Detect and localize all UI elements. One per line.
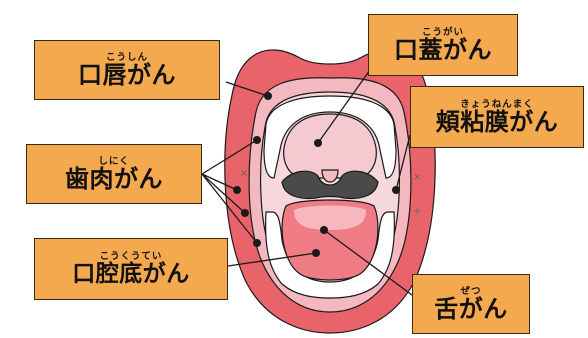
tongue-highlight xyxy=(294,205,366,230)
ruby-tongue: ぜつ xyxy=(460,285,482,297)
ruby-palate: こうがい xyxy=(421,26,464,38)
ruby-floor: こうくうてい xyxy=(99,251,163,263)
dot-gum-mid xyxy=(233,186,241,194)
tooth-mark-left-upper: × xyxy=(240,168,248,179)
leader-lines xyxy=(201,69,413,296)
label-floor-cancer: こうくうてい 口腔底がん xyxy=(34,238,228,300)
palate xyxy=(283,113,377,179)
leader-floor xyxy=(227,252,317,267)
leader-gum-a xyxy=(201,139,258,175)
leader-gum-c xyxy=(201,173,246,214)
text-palate: 口蓋がん xyxy=(394,36,492,65)
leader-buccal xyxy=(395,134,411,191)
leader-lip xyxy=(225,81,269,97)
text-lip: 口唇がん xyxy=(78,61,176,90)
dot-gum-bottom xyxy=(253,239,261,247)
leader-gum-d xyxy=(201,173,258,244)
ruby-buccal: きょうねんまく xyxy=(460,98,534,110)
dot-gum-upper xyxy=(253,136,261,144)
text-buccal: 頬粘膜がん xyxy=(435,108,559,137)
text-gum: 歯肉がん xyxy=(65,165,163,194)
ruby-gum: しにく xyxy=(98,155,130,167)
ruby-lip: こうしん xyxy=(105,51,148,63)
tooth-mark-right-upper: × xyxy=(413,172,421,183)
tooth-mark-right-lower: + xyxy=(413,206,421,217)
uvula xyxy=(321,169,339,183)
leader-gum-b xyxy=(201,173,238,191)
label-tongue-cancer: ぜつ 舌がん xyxy=(412,274,530,334)
leader-palate xyxy=(317,69,371,144)
label-palate-cancer: こうがい 口蓋がん xyxy=(368,14,518,76)
label-gum-cancer: しにく 歯肉がん xyxy=(26,144,202,204)
dot-gum-lower xyxy=(241,209,249,217)
text-tongue: 舌がん xyxy=(434,295,508,324)
dot-lip xyxy=(264,92,272,100)
text-floor: 口腔底がん xyxy=(72,260,190,287)
throat xyxy=(281,170,379,200)
target-dots xyxy=(233,92,400,257)
dot-floor xyxy=(312,249,320,257)
label-lip-cancer: こうしん 口唇がん xyxy=(34,40,220,100)
dot-palate xyxy=(314,139,322,147)
dot-buccal xyxy=(392,186,400,194)
dot-tongue xyxy=(320,226,328,234)
leader-tongue xyxy=(323,229,413,296)
upper-teeth xyxy=(263,95,397,179)
label-buccal-cancer: きょうねんまく 頬粘膜がん xyxy=(410,86,584,148)
